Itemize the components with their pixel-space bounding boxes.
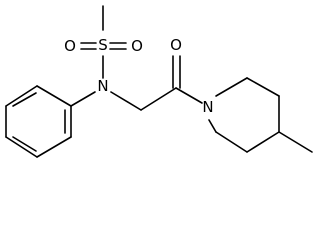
piperidine-bond-4 (246, 131, 280, 153)
piperidine-ring (208, 77, 280, 153)
phenyl-bond-2 (36, 136, 72, 158)
bond-carbonyl-nitrogen (175, 87, 203, 104)
sulfonyl-oxygen-left-label: O (64, 37, 76, 55)
piperidine-bond-6 (208, 119, 217, 133)
piperidine-nitrogen-label: N (202, 98, 213, 116)
phenyl-bond-5 (5, 85, 38, 107)
phenyl-inner-bond-3 (12, 92, 37, 107)
piperidine-bond-2 (246, 77, 280, 97)
phenyl-bond-3 (5, 136, 38, 158)
molecule-canvas: S O O N O N (5, 5, 313, 158)
piperidine-bond-1 (215, 77, 248, 97)
bond-nitrogen-phenyl (70, 91, 96, 107)
phenyl-bond-6 (36, 85, 72, 107)
phenyl-ring (5, 85, 72, 158)
piperidine-bond-5 (215, 131, 248, 153)
sulfur-label: S (98, 36, 108, 54)
sulfonamide-nitrogen-label: N (97, 77, 108, 95)
sulfonyl-oxygen-right-label: O (131, 37, 143, 55)
carbonyl-oxygen-label: O (170, 36, 182, 54)
phenyl-inner-bond-2 (12, 136, 37, 152)
bond-ring-methyl (278, 131, 313, 153)
bond-nitrogen-methylene (110, 91, 142, 111)
bond-methylene-carbonyl (140, 87, 177, 111)
structure-drawing: S O O N O N (5, 5, 313, 158)
